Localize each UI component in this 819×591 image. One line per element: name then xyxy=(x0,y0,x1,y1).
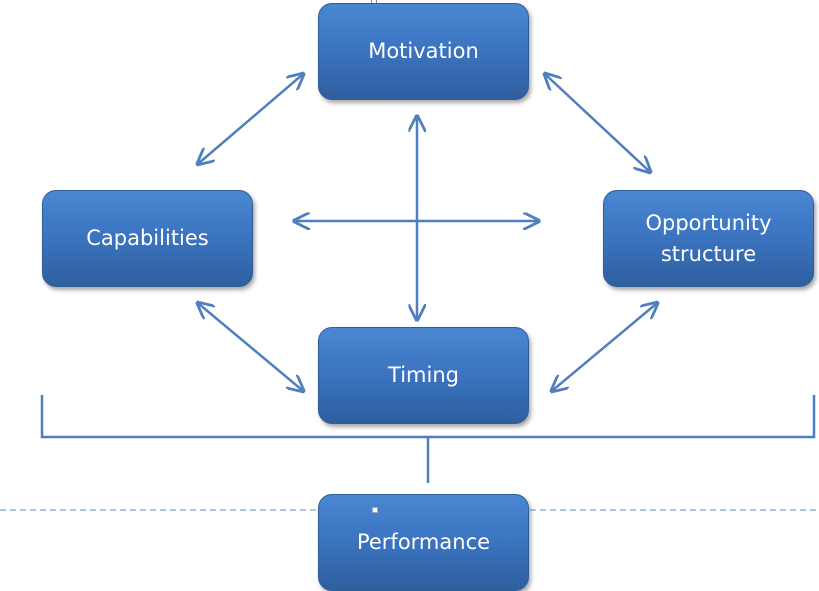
node-performance[interactable]: Performance xyxy=(318,494,529,591)
node-timing-label: Timing xyxy=(388,363,459,387)
node-capabilities-label: Capabilities xyxy=(86,226,209,250)
node-motivation[interactable]: Motivation xyxy=(318,3,529,100)
arrow-capabilities-timing xyxy=(199,304,302,390)
node-capabilities[interactable]: Capabilities xyxy=(42,190,253,287)
node-opportunity-label-line2: structure xyxy=(660,241,757,266)
selection-handle[interactable] xyxy=(372,507,378,513)
node-timing[interactable]: Timing xyxy=(318,327,529,424)
arrow-opportunity-timing xyxy=(553,304,656,390)
node-opportunity-label-line1: Opportunity xyxy=(645,210,772,235)
arrow-capabilities-motivation xyxy=(199,75,302,163)
node-motivation-label: Motivation xyxy=(368,39,479,63)
selection-handle[interactable] xyxy=(371,0,377,4)
arrow-motivation-opportunity xyxy=(546,75,649,171)
node-performance-label: Performance xyxy=(356,530,491,554)
node-opportunity-structure-label: Opportunity structure xyxy=(645,208,771,270)
node-opportunity-structure[interactable]: Opportunity structure xyxy=(603,190,814,287)
